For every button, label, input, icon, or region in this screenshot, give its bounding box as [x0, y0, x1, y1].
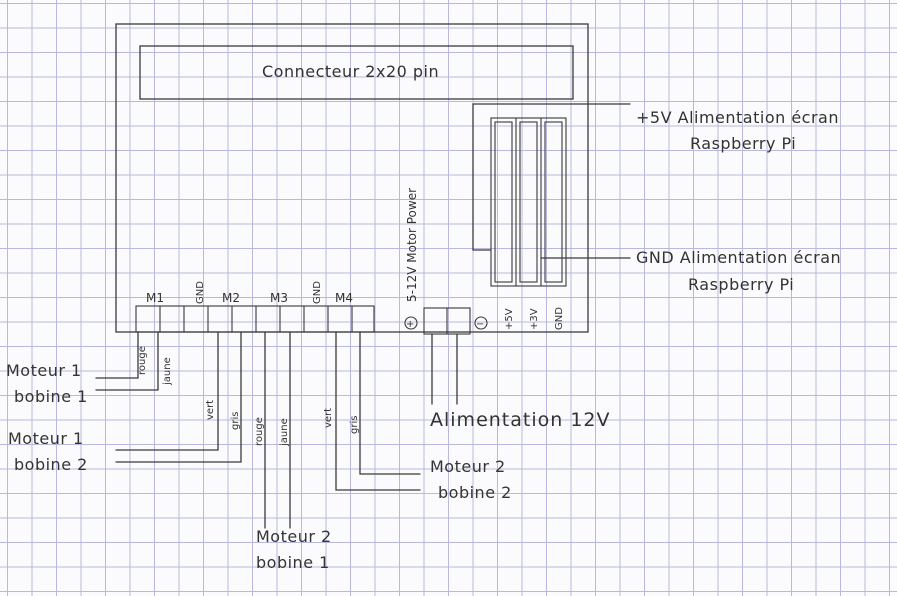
power-header — [490, 117, 567, 287]
label-m2-vert: vert — [205, 400, 216, 420]
m2b2-line1: Moteur 2 — [430, 457, 506, 476]
label-m4-vert: vert — [323, 408, 334, 428]
minus-circle-icon — [474, 316, 488, 330]
m1b2-line2: bobine 2 — [14, 455, 88, 474]
m2b2-line2: bobine 2 — [438, 483, 512, 502]
wire-5v — [472, 103, 631, 251]
label-m3-rouge: rouge — [254, 417, 265, 446]
motor-power-label: 5-12V Motor Power — [405, 188, 419, 302]
m1b1-line1: Moteur 1 — [6, 361, 82, 380]
label-m3-jaune: jaune — [279, 418, 290, 447]
minus-symbol: − — [476, 319, 484, 330]
alim-12v-label: Alimentation 12V — [430, 409, 611, 431]
m2b1-line1: Moteur 2 — [256, 527, 332, 546]
wire-m1-jaune — [95, 331, 159, 391]
terminal-label-gnd-2: GND — [312, 281, 323, 304]
wire-m1-rouge — [95, 331, 139, 379]
gpio-connector: Connecteur 2x20 pin — [139, 45, 574, 100]
terminal-label-m4: M4 — [335, 291, 353, 305]
wire-m4-vert — [335, 331, 421, 491]
terminal-strip — [135, 305, 375, 333]
wire-m2-vert — [115, 331, 219, 451]
terminal-label-m1: M1 — [146, 291, 164, 305]
label-m4-gris: gris — [349, 416, 360, 434]
header-pin-3v: +3V — [529, 308, 540, 330]
m2b1-line2: bobine 1 — [256, 553, 330, 572]
power-terminal — [423, 307, 471, 335]
plus-symbol: + — [406, 319, 414, 330]
m1b2-line1: Moteur 1 — [8, 429, 84, 448]
terminal-label-m2: M2 — [222, 291, 240, 305]
label-m1-rouge: rouge — [137, 346, 148, 375]
m1b1-line2: bobine 1 — [14, 387, 88, 406]
terminal-label-gnd-1: GND — [195, 281, 206, 304]
wire-m4-gris — [359, 331, 421, 475]
label-m1-jaune: jaune — [162, 357, 173, 386]
alim-5v-line2: Raspberry Pi — [690, 134, 796, 153]
connector-label: Connecteur 2x20 pin — [262, 62, 439, 81]
header-pin-5v: +5V — [504, 308, 515, 330]
wire-m2-gris — [115, 331, 242, 463]
terminal-label-m3: M3 — [270, 291, 288, 305]
alim-5v-line1: +5V Alimentation écran — [636, 108, 839, 127]
alim-gnd-line2: Raspberry Pi — [688, 275, 794, 294]
header-pin-gnd: GND — [554, 307, 565, 330]
alim-gnd-line1: GND Alimentation écran — [636, 248, 841, 267]
label-m2-gris: gris — [230, 412, 241, 430]
plus-circle-icon — [404, 316, 418, 330]
